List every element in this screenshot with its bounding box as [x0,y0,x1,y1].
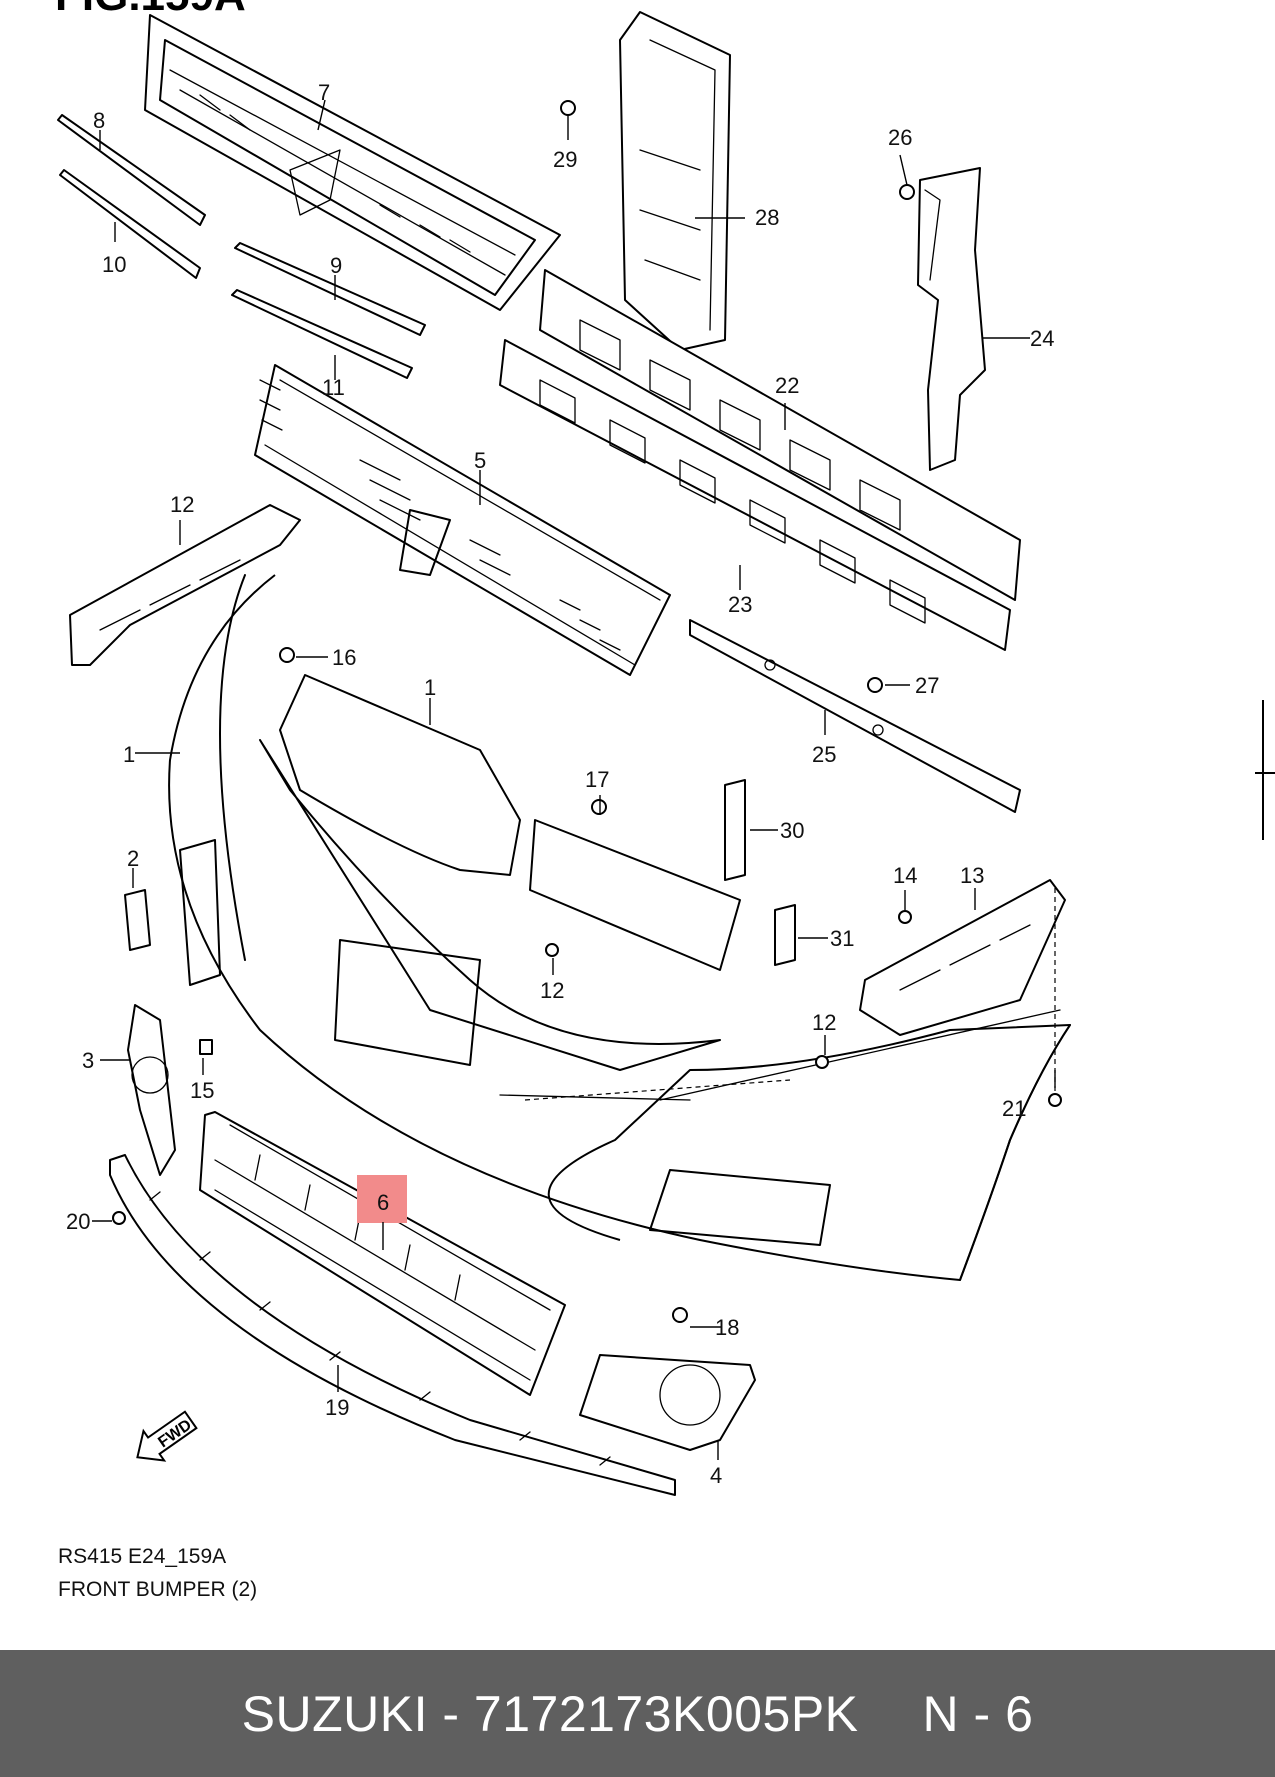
diagram-code: RS415 E24_159A [58,1545,227,1568]
part-pad-31 [724,779,746,881]
footer-position: N - 6 [922,1685,1034,1742]
edge-line [1262,700,1264,840]
diagram-title: FRONT BUMPER (2) [58,1578,258,1601]
part-side-bracket [917,167,986,471]
part-center-trim-strips [231,242,426,379]
callout-8: 8 [93,108,105,133]
part-center-air-guide [529,819,741,971]
callout-25: 24 [1030,326,1054,351]
callout-5: 5 [474,448,486,473]
part-cap [124,889,151,951]
part-right-fog-cover [579,1354,756,1451]
fasteners [112,100,1062,1323]
part-upper-shroud [619,11,731,351]
callout-1-cover: 1 [123,742,135,767]
part-left-fog-cover [127,1004,176,1176]
callout-26: 25 [812,742,836,767]
part-bumper-cover [168,574,1071,1281]
part-right-side-bracket [859,879,1066,1036]
callout-13: 12 [170,492,194,517]
callout-12b: 12 [812,1010,836,1035]
part-bumper-reinforcement [539,269,1021,601]
callout-3: 3 [82,1048,94,1073]
callout-21: 20 [66,1209,90,1234]
part-energy-absorber [499,339,1011,651]
callout-24: 23 [728,592,752,617]
callout-31: 30 [780,818,804,843]
callout-9: 9 [330,253,342,278]
callout-11: 11 [322,375,345,400]
part-lower-spoiler [109,1154,676,1496]
part-left-trim-strips [57,114,206,279]
highlight-box [357,1175,407,1223]
part-upper-cover-inner [279,674,521,876]
callout-17: 16 [332,645,356,670]
callout-18: 17 [585,767,609,792]
part-pad-32 [774,904,796,966]
parts-diagram: FIG.159A [55,0,1071,1496]
footer-part-number: SUZUKI - 7172173K005PK [241,1685,859,1742]
callout-32: 31 [830,926,854,951]
callout-2: 2 [127,846,139,871]
callout-27: 26 [888,125,912,150]
figure-title: FIG.159A [55,0,246,20]
part-mesh-grille [254,364,671,676]
part-upper-grille-frame [144,14,561,311]
callout-19: 18 [715,1315,739,1340]
alignment-lines [524,888,1056,1101]
callout-1-inner: 1 [424,675,436,700]
leader-lines [92,99,1056,1460]
callout-29: 28 [755,205,779,230]
callout-4: 4 [710,1463,722,1488]
fwd-arrow-icon: FWD [136,1410,198,1462]
callout-23: 22 [775,373,799,398]
edge-tick [1255,772,1275,774]
callout-22: 21 [1002,1096,1026,1121]
callout-10: 10 [102,252,126,277]
callout-12a: 12 [540,978,564,1003]
callout-30: 29 [553,147,577,172]
callout-labels: 7 8 10 9 11 5 29 28 26 24 22 23 12 16 1 … [66,80,1054,1488]
callout-20: 19 [325,1395,349,1420]
part-lower-rail [689,619,1021,813]
callout-16: 15 [190,1078,214,1103]
callout-6: 6 [377,1190,389,1215]
footer-bar: SUZUKI - 7172173K005PK N - 6 [0,1650,1275,1777]
callout-28: 27 [915,673,939,698]
callout-7: 7 [318,80,330,105]
callout-15: 14 [893,863,917,888]
part-left-side-bracket [69,504,301,666]
callout-14: 13 [960,863,984,888]
